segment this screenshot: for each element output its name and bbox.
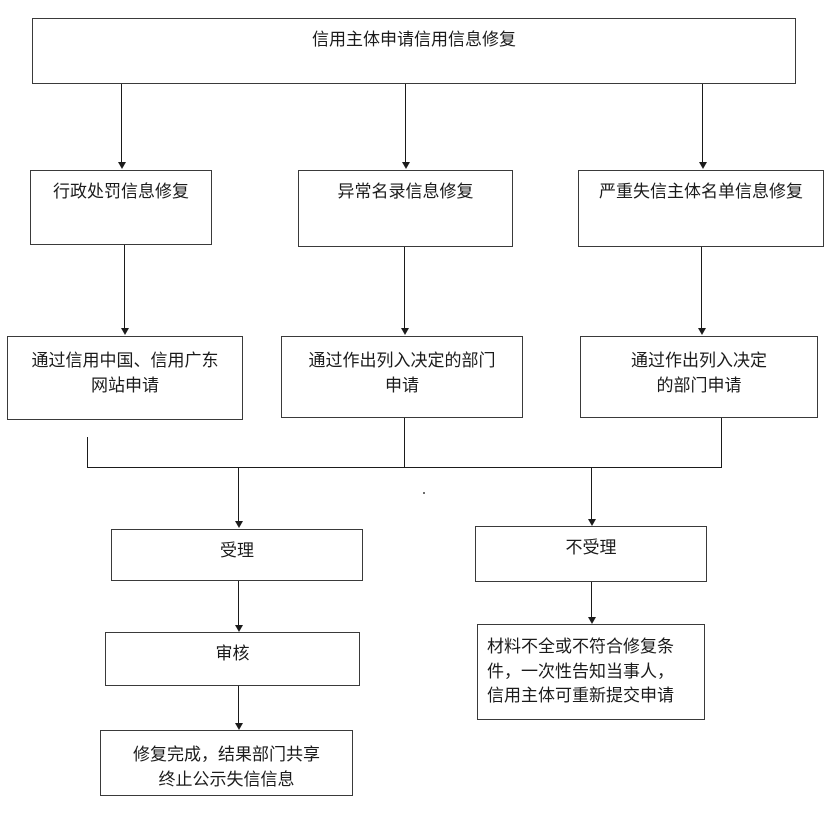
edge-bus-to-reject-arrow xyxy=(588,519,596,526)
edge-start-to-serious-arrow xyxy=(699,162,707,169)
node-accept[interactable]: 受理 xyxy=(111,529,363,581)
edge-bus-to-accept-arrow xyxy=(235,521,243,528)
node-complete-label: 修复完成，结果部门共享 终止公示失信信息 xyxy=(133,745,320,789)
node-review[interactable]: 审核 xyxy=(105,632,360,686)
edge-review-to-complete-arrow xyxy=(235,723,243,730)
edge-abnormal-to-dept1-arrow xyxy=(401,328,409,335)
edge-admin-to-website-vertical xyxy=(124,245,125,329)
node-reject-detail[interactable]: 材料不全或不符合修复条 件，一次性告知当事人， 信用主体可重新提交申请 xyxy=(477,624,705,720)
edge-dept2-merge-vertical xyxy=(721,418,722,468)
edge-start-to-abnormal-arrow xyxy=(402,162,410,169)
edge-dept1-merge-vertical xyxy=(404,418,405,468)
edge-abnormal-to-dept1-vertical xyxy=(404,247,405,329)
merge-bus-horizontal xyxy=(87,467,722,468)
node-complete[interactable]: 修复完成，结果部门共享 终止公示失信信息 xyxy=(100,730,353,796)
node-branch-serious-label: 严重失信主体名单信息修复 xyxy=(599,182,803,201)
node-reject[interactable]: 不受理 xyxy=(475,526,707,582)
node-branch-abnormal-label: 异常名录信息修复 xyxy=(337,182,474,201)
edge-start-to-admin-arrow xyxy=(118,162,126,169)
edge-accept-to-review-vertical xyxy=(238,581,239,626)
edge-start-to-admin-vertical xyxy=(121,84,122,163)
node-apply-website-label: 通过信用中国、信用广东 网站申请 xyxy=(31,351,219,395)
node-apply-dept-2-label: 通过作出列入决定 的部门申请 xyxy=(631,351,767,395)
edge-start-to-serious-vertical xyxy=(702,84,703,163)
node-branch-admin[interactable]: 行政处罚信息修复 xyxy=(30,170,212,245)
edge-reject-to-detail-vertical xyxy=(591,582,592,618)
edge-accept-to-review-arrow xyxy=(235,625,243,632)
artifact-speck xyxy=(423,492,425,494)
node-reject-label: 不受理 xyxy=(565,538,617,557)
node-branch-admin-label: 行政处罚信息修复 xyxy=(53,182,189,201)
edge-reject-to-detail-arrow xyxy=(588,617,596,624)
node-review-label: 审核 xyxy=(215,644,250,663)
edge-bus-to-accept-vertical xyxy=(238,468,239,522)
node-apply-dept-1[interactable]: 通过作出列入决定的部门 申请 xyxy=(281,336,523,418)
node-branch-abnormal[interactable]: 异常名录信息修复 xyxy=(298,170,513,247)
edge-website-merge-vertical xyxy=(87,437,88,468)
edge-review-to-complete-vertical xyxy=(238,686,239,724)
node-branch-serious[interactable]: 严重失信主体名单信息修复 xyxy=(578,170,824,247)
node-start-label: 信用主体申请信用信息修复 xyxy=(312,30,516,49)
edge-admin-to-website-arrow xyxy=(121,328,129,335)
edge-start-to-abnormal-vertical xyxy=(405,84,406,163)
node-apply-dept-1-label: 通过作出列入决定的部门 申请 xyxy=(308,351,496,395)
node-start[interactable]: 信用主体申请信用信息修复 xyxy=(32,18,796,84)
node-apply-dept-2[interactable]: 通过作出列入决定 的部门申请 xyxy=(580,336,818,418)
edge-serious-to-dept2-vertical xyxy=(701,247,702,329)
node-accept-label: 受理 xyxy=(220,541,254,560)
node-reject-detail-label: 材料不全或不符合修复条 件，一次性告知当事人， 信用主体可重新提交申请 xyxy=(487,637,674,706)
edge-bus-to-reject-vertical xyxy=(591,468,592,520)
edge-serious-to-dept2-arrow xyxy=(698,328,706,335)
node-apply-website[interactable]: 通过信用中国、信用广东 网站申请 xyxy=(7,336,243,420)
